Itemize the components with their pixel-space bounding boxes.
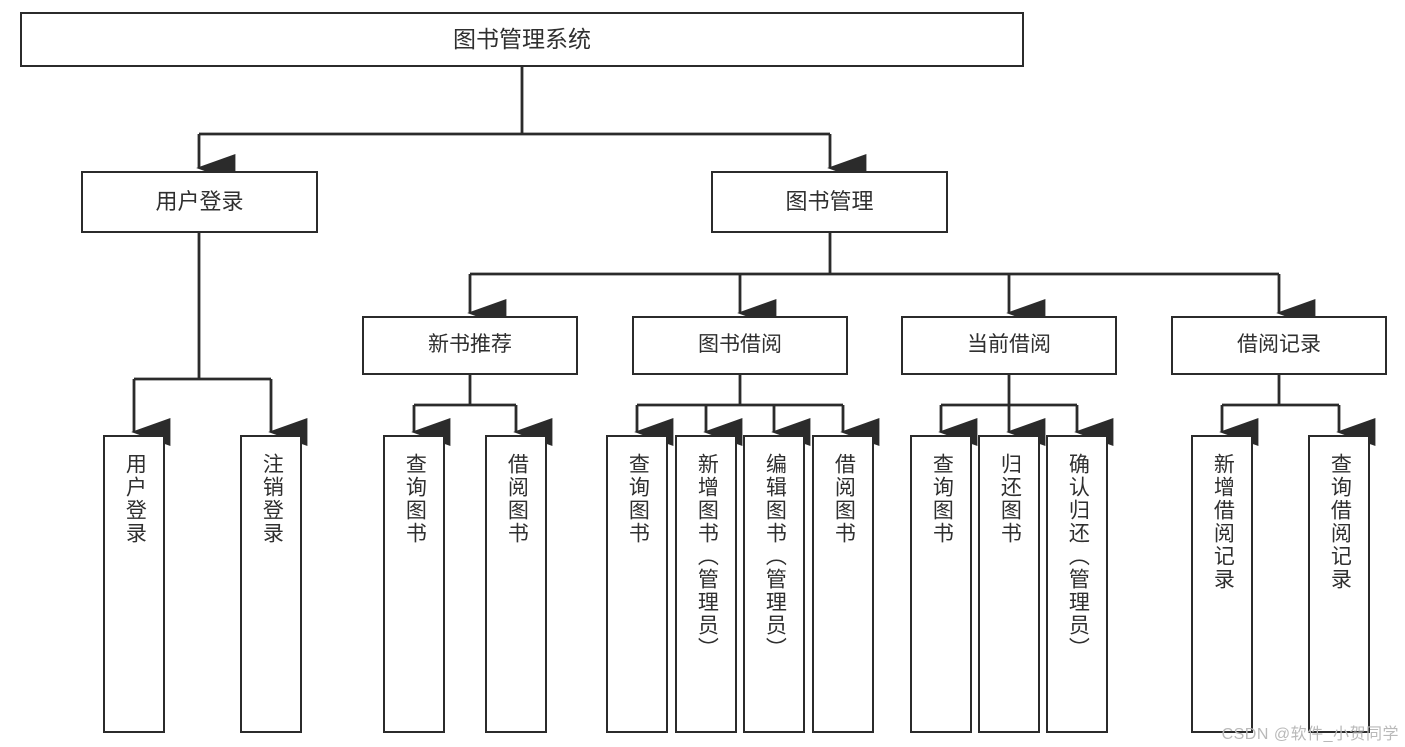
node-label: 用户登录	[123, 453, 147, 545]
node-label: 查询图书	[403, 453, 427, 545]
node-new-book-recommendation[interactable]: 新书推荐	[362, 316, 578, 375]
leaf-query-borrow-record[interactable]: 查询借阅记录	[1308, 435, 1370, 733]
leaf-query-books-current[interactable]: 查询图书	[910, 435, 972, 733]
node-book-management-system[interactable]: 图书管理系统	[20, 12, 1024, 67]
node-label: 编辑图书（管理员）	[763, 453, 787, 660]
node-label: 当前借阅	[967, 333, 1051, 357]
leaf-confirm-return-admin[interactable]: 确认归还（管理员）	[1046, 435, 1108, 733]
node-label: 图书管理系统	[453, 26, 591, 53]
node-label: 借阅图书	[832, 453, 856, 545]
node-label: 归还图书	[998, 453, 1022, 545]
node-borrowing-records[interactable]: 借阅记录	[1171, 316, 1387, 375]
node-label: 新增借阅记录	[1211, 453, 1235, 591]
node-label: 查询借阅记录	[1328, 453, 1352, 591]
node-label: 图书借阅	[698, 333, 782, 357]
edges-bookmgmt-to-level3	[467, 233, 1316, 327]
node-book-borrowing[interactable]: 图书借阅	[632, 316, 848, 375]
node-label: 借阅记录	[1237, 333, 1321, 357]
edges-borrowrecord-to-leaves	[1219, 375, 1376, 446]
node-label: 新书推荐	[428, 333, 512, 357]
leaf-query-books-borrow[interactable]: 查询图书	[606, 435, 668, 733]
edges-root-to-level2	[196, 67, 867, 182]
node-label: 注销登录	[260, 453, 284, 545]
leaf-borrow-books-newbook[interactable]: 借阅图书	[485, 435, 547, 733]
node-label: 查询图书	[626, 453, 650, 545]
edges-newbook-to-leaves	[411, 375, 553, 446]
leaf-add-borrow-record[interactable]: 新增借阅记录	[1191, 435, 1253, 733]
node-label: 用户登录	[155, 189, 244, 215]
leaf-return-books[interactable]: 归还图书	[978, 435, 1040, 733]
leaf-query-books-newbook[interactable]: 查询图书	[383, 435, 445, 733]
leaf-user-login[interactable]: 用户登录	[103, 435, 165, 733]
node-label: 确认归还（管理员）	[1066, 453, 1090, 660]
csdn-watermark: CSDN @软件_小贺同学	[1221, 726, 1399, 743]
leaf-logout[interactable]: 注销登录	[240, 435, 302, 733]
edges-bookborrow-to-leaves	[634, 375, 880, 446]
node-label: 图书管理	[785, 189, 874, 215]
leaf-add-book-admin[interactable]: 新增图书（管理员）	[675, 435, 737, 733]
leaf-borrow-books[interactable]: 借阅图书	[812, 435, 874, 733]
node-current-borrowing[interactable]: 当前借阅	[901, 316, 1117, 375]
node-label: 借阅图书	[505, 453, 529, 545]
node-label: 新增图书（管理员）	[695, 453, 719, 660]
edges-userlogin-to-leaves	[131, 233, 308, 446]
node-label: 查询图书	[930, 453, 954, 545]
node-user-login[interactable]: 用户登录	[81, 171, 318, 233]
node-book-management[interactable]: 图书管理	[711, 171, 948, 233]
leaf-edit-book-admin[interactable]: 编辑图书（管理员）	[743, 435, 805, 733]
edges-currentborrow-to-leaves	[938, 375, 1114, 446]
